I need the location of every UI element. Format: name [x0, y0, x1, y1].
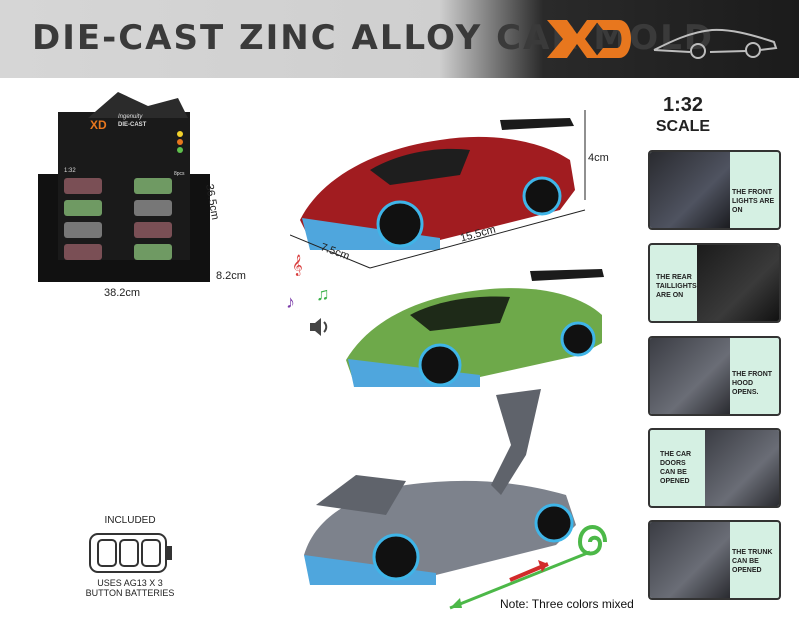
display-scale: 1:32 — [64, 168, 76, 174]
scale-word: SCALE — [655, 118, 711, 135]
battery-text: USES AG13 X 3 BUTTON BATTERIES — [85, 578, 175, 598]
feature-trunk: THE TRUNK CAN BE OPENED — [648, 520, 781, 600]
car-doors-photo — [705, 430, 779, 506]
feature-rear-lights: THE REAR TAILLIGHTS ARE ON — [648, 243, 781, 323]
feature-car-doors: THE CAR DOORS CAN BE OPENED — [648, 428, 781, 508]
display-pcs: 8pcs — [174, 171, 185, 177]
feature-text: THE REAR TAILLIGHTS ARE ON — [656, 274, 697, 299]
rear-lights-photo — [697, 245, 779, 321]
scale-ratio: 1:32 — [662, 94, 704, 116]
xd-logo-icon — [547, 20, 631, 58]
music-note-icon: 𝄞 — [292, 255, 303, 275]
feature-text: THE FRONT LIGHTS ARE ON — [732, 189, 775, 214]
box-height-label: 8.2cm — [216, 270, 246, 282]
trunk-photo — [650, 522, 730, 598]
display-line2: DIE-CAST — [118, 122, 147, 128]
scale-label: 1:32 SCALE — [648, 94, 718, 138]
display-line1: Ingenuity — [118, 114, 143, 120]
music-note-icon: ♪ — [286, 292, 295, 312]
music-note-icon: ♫ — [316, 284, 330, 304]
note-text: Note: Three colors mixed — [500, 597, 634, 611]
green-car-image — [346, 269, 604, 387]
feature-front-lights: THE FRONT LIGHTS ARE ON — [648, 150, 781, 230]
display-box-image — [38, 92, 210, 282]
battery-icon — [89, 533, 172, 573]
car-outline-icon — [653, 28, 778, 59]
red-car-image — [290, 110, 586, 269]
speaker-icon — [310, 318, 328, 336]
feature-front-hood: THE FRONT HOOD OPENS. — [648, 336, 781, 416]
front-lights-photo — [650, 152, 730, 228]
battery-included-label: INCLUDED — [104, 515, 156, 526]
swirl-arrow-icon — [449, 525, 607, 610]
front-hood-photo — [650, 338, 730, 414]
feature-text: THE FRONT HOOD OPENS. — [732, 371, 773, 396]
box-width-label: 38.2cm — [104, 287, 141, 299]
feature-text: THE CAR DOORS CAN BE OPENED — [660, 451, 692, 485]
feature-text: THE TRUNK CAN BE OPENED — [732, 549, 773, 574]
header-banner: DIE-CAST ZINC ALLOY CAR MOLD — [0, 0, 799, 78]
banner-title: DIE-CAST ZINC ALLOY CAR MOLD — [32, 18, 715, 58]
grey-car-image — [304, 389, 576, 585]
display-brand: XD — [90, 118, 107, 132]
car-height-label: 4cm — [588, 152, 609, 164]
battery-info: INCLUDED USES AG13 X 3 BUTTON BATTERIES — [80, 515, 180, 598]
